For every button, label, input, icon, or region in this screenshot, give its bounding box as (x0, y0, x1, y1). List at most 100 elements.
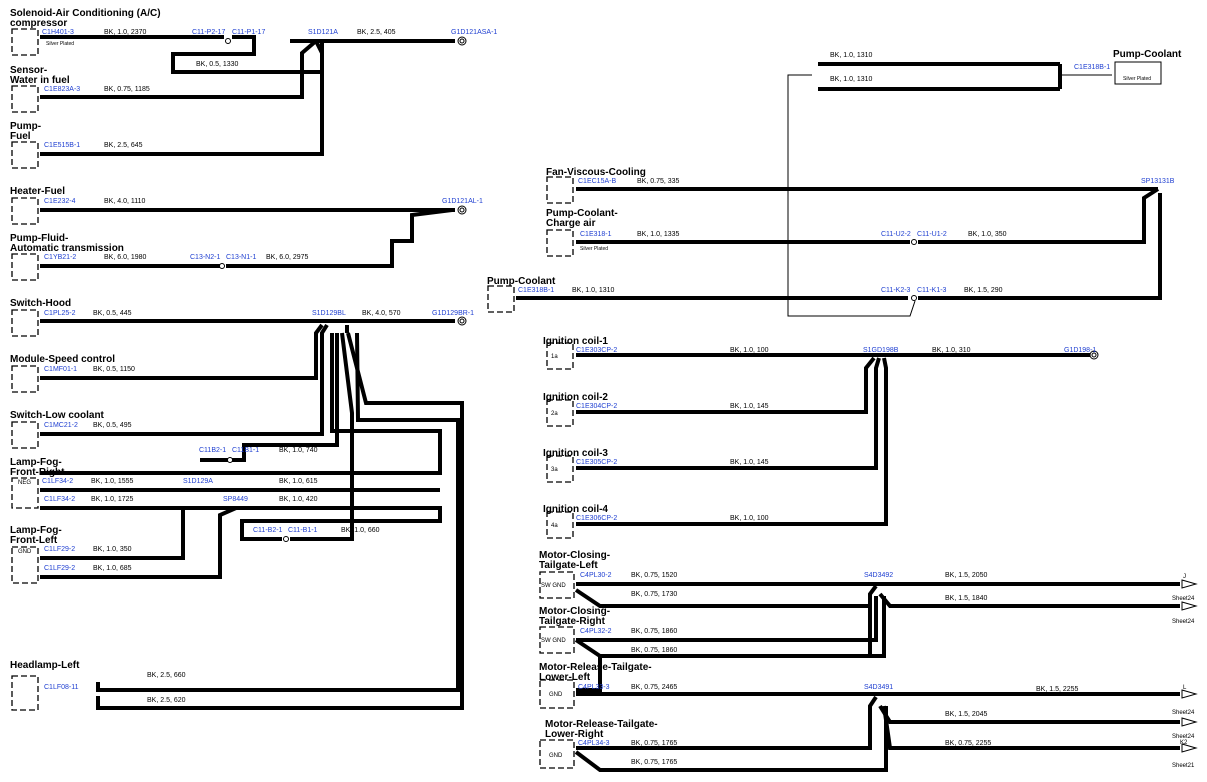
connector-labels: C1H401-3 C11-P2-17 C11-P1-17 S1D121A G1D… (42, 29, 1175, 747)
note-ref-k2: K2 (1180, 740, 1188, 746)
spec-w28: BK, 1.0, 1310 (572, 287, 615, 294)
label-lamp-fog-left-2: Front-Left (10, 535, 58, 546)
label-motor-closing-right-1: Motor-Closing- (539, 606, 610, 617)
label-ignition-1: Ignition coil-1 (543, 336, 608, 347)
conn-sp8449: SP8449 (223, 496, 248, 503)
conn-s1gd198b: S1GD198B (863, 347, 899, 354)
conn-c4pl30: C4PL30-2 (580, 572, 612, 579)
note-ref-j: J (1183, 574, 1186, 580)
spec-w35: BK, 0.75, 1520 (631, 572, 677, 579)
conn-c13n11: C13-N1-1 (226, 254, 256, 261)
label-solenoid-ac-2: compressor (10, 18, 67, 29)
label-lamp-fog-left-1: Lamp-Fog- (10, 525, 62, 536)
label-sensor-water-1: Sensor- (10, 65, 47, 76)
spec-w43: BK, 1.5, 2045 (945, 711, 988, 718)
note-sheet24-b: Sheet24 (1172, 619, 1195, 625)
spec-w40: BK, 0.75, 1860 (631, 647, 677, 654)
spec-w19: BK, 1.0, 350 (93, 546, 132, 553)
label-pump-coolant-charge-1: Pump-Coolant- (546, 208, 618, 219)
conn-c1lf08: C1LF08-11 (44, 684, 79, 691)
small-notes: Silver Plated Silver Plated Silver Plate… (18, 41, 1195, 769)
conn-c4pl33: C4PL33-3 (578, 684, 610, 691)
label-lamp-fog-right-1: Lamp-Fog- (10, 457, 62, 468)
label-pump-coolant-top: Pump-Coolant (1113, 49, 1182, 60)
label-sensor-water-2: Water in fuel (10, 75, 70, 86)
spec-w3: BK, 2.5, 405 (357, 29, 396, 36)
conn-c11k13: C11-K1-3 (917, 287, 947, 294)
label-ignition-2: Ignition coil-2 (543, 392, 608, 403)
conn-c11p217: C11-P2-17 (192, 29, 225, 36)
conn-c1yb21: C1YB21-2 (44, 254, 76, 261)
spec-w27: BK, 1.0, 350 (968, 231, 1007, 238)
conn-c1lf29a: C1LF29-2 (44, 546, 75, 553)
conn-s4d3492: S4D3492 (864, 572, 893, 579)
component-labels: Solenoid-Air Conditioning (A/C) compress… (10, 8, 1182, 740)
label-pump-coolant-charge-2: Charge air (546, 218, 596, 229)
spec-w32: BK, 1.0, 145 (730, 403, 769, 410)
spec-w17: BK, 1.0, 420 (279, 496, 318, 503)
spec-w41: BK, 0.75, 2465 (631, 684, 677, 691)
label-motor-closing-left-1: Motor-Closing- (539, 550, 610, 561)
conn-g1d198: G1D198-1 (1064, 347, 1096, 354)
conn-c11k23: C11-K2-3 (881, 287, 911, 294)
conn-c1e303cp: C1E303CP-2 (576, 347, 617, 354)
conn-c13n21: C13-N2-1 (190, 254, 220, 261)
spec-w21: BK, 2.5, 660 (147, 672, 186, 679)
note-sheet24-a: Sheet24 (1172, 596, 1195, 602)
conn-c1pl25: C1PL25-2 (44, 310, 76, 317)
label-motor-closing-left-2: Tailgate-Left (539, 560, 598, 571)
conn-c1e318b-top: C1E318B-1 (1074, 64, 1110, 71)
label-pump-fluid-2: Automatic transmission (10, 243, 124, 254)
spec-w12: BK, 0.5, 495 (93, 422, 132, 429)
conn-c11u12: C11-U1-2 (917, 231, 947, 238)
spec-w36: BK, 1.5, 2050 (945, 572, 988, 579)
spec-w6: BK, 4.0, 1110 (104, 198, 145, 205)
label-motor-closing-right-2: Tailgate-Right (539, 616, 606, 627)
wire-specs: BK, 1.0, 2370 BK, 0.5, 1330 BK, 2.5, 405… (91, 29, 1079, 766)
conn-c1mc21: C1MC21-2 (44, 422, 78, 429)
ground-symbols (219, 36, 1099, 542)
conn-c1e305cp: C1E305CP-2 (576, 459, 617, 466)
note-silver-2: Silver Plated (1123, 76, 1151, 82)
note-gnd-1: GND (18, 549, 32, 555)
note-gnd-2: GND (549, 692, 563, 698)
conn-c11b21b: C11-B2-1 (253, 527, 283, 534)
spec-w15: BK, 1.0, 615 (279, 478, 318, 485)
note-neg: NEG (18, 480, 31, 486)
spec-w31: BK, 1.0, 310 (932, 347, 971, 354)
spec-w34: BK, 1.0, 100 (730, 515, 769, 522)
conn-s1d129bl: S1D129BL (312, 310, 346, 317)
spec-w44: BK, 0.75, 1765 (631, 740, 677, 747)
conn-c1lf34a: C1LF34-2 (42, 478, 73, 485)
wires-right (516, 62, 1180, 772)
conn-c11b11b: C11-B1-1 (288, 527, 318, 534)
wires-left (40, 35, 464, 710)
spec-w5: BK, 2.5, 645 (104, 142, 143, 149)
conn-c1h401: C1H401-3 (42, 29, 74, 36)
spec-w18: BK, 1.0, 660 (341, 527, 380, 534)
label-pump-coolant-mid: Pump-Coolant (487, 276, 556, 287)
conn-c1mf01: C1MF01-1 (44, 366, 77, 373)
conn-g1d121al: G1D121AL-1 (442, 198, 483, 205)
conn-s4d3491: S4D3491 (864, 684, 893, 691)
conn-c1e318b-mid: C1E318B-1 (518, 287, 554, 294)
note-pin-3a: 3a (551, 467, 558, 473)
spec-w14: BK, 1.0, 1555 (91, 478, 134, 485)
spec-w8: BK, 6.0, 2975 (266, 254, 309, 261)
label-switch-hood: Switch-Hood (10, 298, 71, 309)
spec-w7: BK, 6.0, 1980 (104, 254, 147, 261)
conn-c1e515b: C1E515B-1 (44, 142, 80, 149)
conn-g1d129br: G1D129BR-1 (432, 310, 474, 317)
conn-c1e306cp: C1E306CP-2 (576, 515, 617, 522)
spec-w11: BK, 0.5, 1150 (93, 366, 135, 373)
spec-w26: BK, 1.0, 1335 (637, 231, 680, 238)
spec-w13: BK, 1.0, 740 (279, 447, 318, 454)
spec-w25: BK, 0.75, 335 (637, 178, 680, 185)
conn-c11b11a: C11B1-1 (232, 447, 259, 454)
spec-w10: BK, 4.0, 570 (362, 310, 401, 317)
label-module-speed: Module-Speed control (10, 354, 115, 365)
label-lamp-fog-right-2: Front-Right (10, 467, 65, 478)
spec-w29: BK, 1.5, 290 (964, 287, 1003, 294)
label-motor-release-right-2: Lower-Right (545, 729, 604, 740)
label-motor-release-right-1: Motor-Release-Tailgate- (545, 719, 658, 730)
